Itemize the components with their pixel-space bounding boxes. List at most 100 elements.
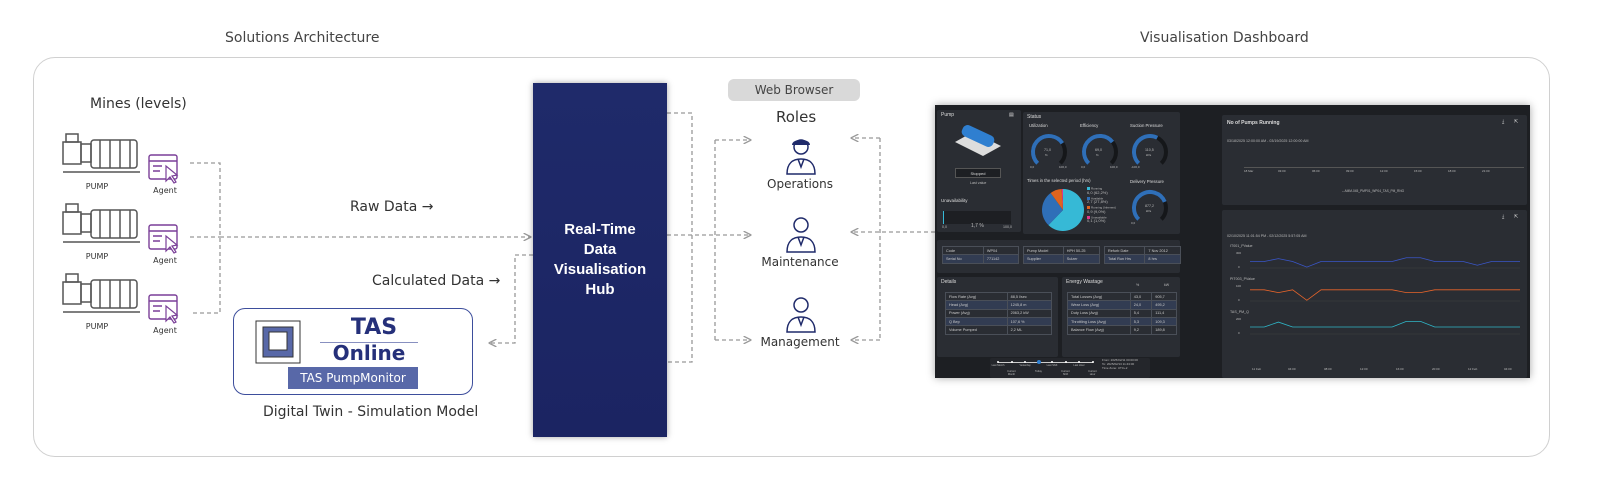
calculated-data-label: Calculated Data → bbox=[372, 273, 501, 289]
timeline-stop[interactable] bbox=[1051, 361, 1053, 363]
pie-legend-label: Unavailable bbox=[1091, 214, 1107, 219]
agent-icon bbox=[148, 154, 182, 184]
timeline-stop-label[interactable]: Last Shift bbox=[1046, 364, 1058, 367]
series-name: IT001_PValue bbox=[1230, 244, 1253, 248]
tas-logo-top: TAS bbox=[350, 315, 398, 340]
timeline-stop[interactable] bbox=[1036, 360, 1041, 364]
x-tick-label: 18:00 bbox=[1448, 169, 1456, 173]
hub-line4: Hub bbox=[585, 281, 615, 298]
time-pie-chart bbox=[1042, 189, 1084, 231]
pie-legend-value: 0,9 (9,0%) bbox=[1087, 208, 1106, 214]
timeline-stop-label[interactable]: Current Hour bbox=[1088, 370, 1097, 376]
series-name: TAS_PM_Q bbox=[1230, 310, 1249, 314]
timeline-stop-label[interactable]: Current Shift bbox=[1061, 370, 1070, 376]
legend-swatch bbox=[1087, 187, 1090, 190]
open-external-icon[interactable]: ⇱ bbox=[1514, 119, 1519, 125]
management-role-icon bbox=[783, 293, 819, 333]
timeline-stop[interactable] bbox=[997, 361, 999, 363]
gauge-max: 100,0 bbox=[1110, 165, 1118, 169]
pie-legend-label: Available bbox=[1091, 195, 1104, 200]
details-title: Details bbox=[941, 279, 957, 285]
timeline-stop-label[interactable]: Current Month bbox=[1007, 370, 1016, 376]
table-cell: 2,2 ML bbox=[1006, 325, 1053, 335]
table-cell: Total Losses (Avg) bbox=[1067, 291, 1131, 302]
hub-line1: Real-Time bbox=[564, 221, 636, 238]
open-external-icon[interactable]: ⇱ bbox=[1514, 214, 1519, 220]
raw-data-text: Raw Data bbox=[350, 199, 418, 215]
timeline-stop-label[interactable]: Last Month bbox=[991, 364, 1005, 367]
x-tick-label: 04:00 bbox=[1504, 367, 1512, 371]
table-cell: 905,7 bbox=[1151, 291, 1177, 302]
x-tick-label: 12:00 bbox=[1360, 367, 1368, 371]
unavailability-title: Unavailability bbox=[941, 198, 968, 203]
x-tick-label: 12 Feb bbox=[1468, 367, 1478, 371]
energy-col-kw: kW bbox=[1164, 283, 1170, 287]
pie-legend-value: 2,7 (27,8%) bbox=[1087, 199, 1108, 205]
info-cell: Refurb Date bbox=[1103, 245, 1146, 256]
table-cell: 88,5 l/sec bbox=[1006, 291, 1053, 302]
agent-links bbox=[190, 162, 221, 314]
hub-line2: Data bbox=[583, 241, 617, 258]
info-cell: HPH 50-25 bbox=[1062, 245, 1101, 256]
agent-label: Agent bbox=[153, 256, 177, 265]
timeline-from: From: 2025/02/11 00:00:00 bbox=[1102, 358, 1138, 362]
x-tick-label: 09:00 bbox=[1346, 169, 1354, 173]
download-icon[interactable]: ⤓ bbox=[1502, 119, 1505, 125]
download-icon[interactable]: ⤓ bbox=[1502, 214, 1505, 220]
table-cell: Duty Loss (Avg) bbox=[1067, 308, 1131, 319]
series-line bbox=[1250, 289, 1520, 301]
timeline-stop[interactable] bbox=[1091, 361, 1094, 363]
dashboard-title: Visualisation Dashboard bbox=[1140, 30, 1309, 46]
timeline-stop-label[interactable]: Today bbox=[1035, 370, 1042, 373]
timeline-stop-label[interactable]: Yesterday bbox=[1019, 364, 1031, 367]
pie-legend-label-row: Unavailable bbox=[1087, 214, 1125, 220]
pie-slice bbox=[1048, 189, 1084, 231]
document-icon[interactable]: ▤ bbox=[1009, 112, 1014, 118]
pie-legend-label: Running (Inherent) bbox=[1091, 205, 1117, 210]
pump-icon bbox=[60, 130, 148, 180]
maintenance-role-label: Maintenance bbox=[761, 255, 839, 269]
x-tick-label: 04:00 bbox=[1288, 367, 1296, 371]
unavailability-bar bbox=[943, 211, 1011, 224]
gauge-min: 0,0 bbox=[1030, 165, 1035, 169]
chart1-title: No of Pumps Running bbox=[1227, 120, 1280, 126]
pump-status: Stopped bbox=[955, 168, 1001, 178]
tas-product-badge: TAS PumpMonitor bbox=[288, 367, 418, 389]
gauge-title: Suction Pressure bbox=[1130, 123, 1163, 128]
x-tick-label: 11 Feb bbox=[1252, 367, 1262, 371]
table-cell: 2063,2 kW bbox=[1006, 308, 1053, 319]
gauge-title: Efficiency bbox=[1080, 123, 1099, 128]
info-cell: Sulzer bbox=[1062, 254, 1101, 264]
pie-title: Times in the selected period (hrs) bbox=[1027, 178, 1091, 183]
info-cell: 8 hrs bbox=[1144, 254, 1181, 264]
hub-line3: Visualisation bbox=[553, 261, 647, 278]
pie-legend-value: 6,0 (62,2%) bbox=[1087, 189, 1108, 195]
table-cell: Q Bep bbox=[945, 317, 1008, 327]
info-cell: Code bbox=[942, 245, 984, 256]
timeline-to: To: 2025/02/13 11:43:00 bbox=[1102, 362, 1135, 366]
table-cell: 5,4 bbox=[1129, 308, 1153, 319]
x-tick-label: 08:00 bbox=[1324, 367, 1332, 371]
gauge-unit: kPa bbox=[1146, 153, 1152, 157]
pump-label: PUMP bbox=[85, 252, 109, 261]
x-tick-label: 12:00 bbox=[1380, 169, 1388, 173]
info-cell: Total Run Hrs bbox=[1103, 254, 1146, 264]
pump-panel-title: Pump bbox=[941, 112, 955, 118]
timeline-stop-label[interactable]: Last Hour bbox=[1073, 364, 1085, 367]
timeline-stop[interactable] bbox=[1010, 361, 1013, 363]
gauge-min: 0,0 bbox=[1131, 221, 1136, 225]
timeline-stop[interactable] bbox=[1078, 361, 1080, 363]
timeline-stop[interactable] bbox=[1064, 361, 1067, 363]
legend-swatch bbox=[1087, 215, 1090, 219]
pump-icon bbox=[60, 270, 148, 320]
table-cell: 9,2 bbox=[1129, 325, 1153, 335]
timeline-stop[interactable] bbox=[1024, 361, 1026, 363]
